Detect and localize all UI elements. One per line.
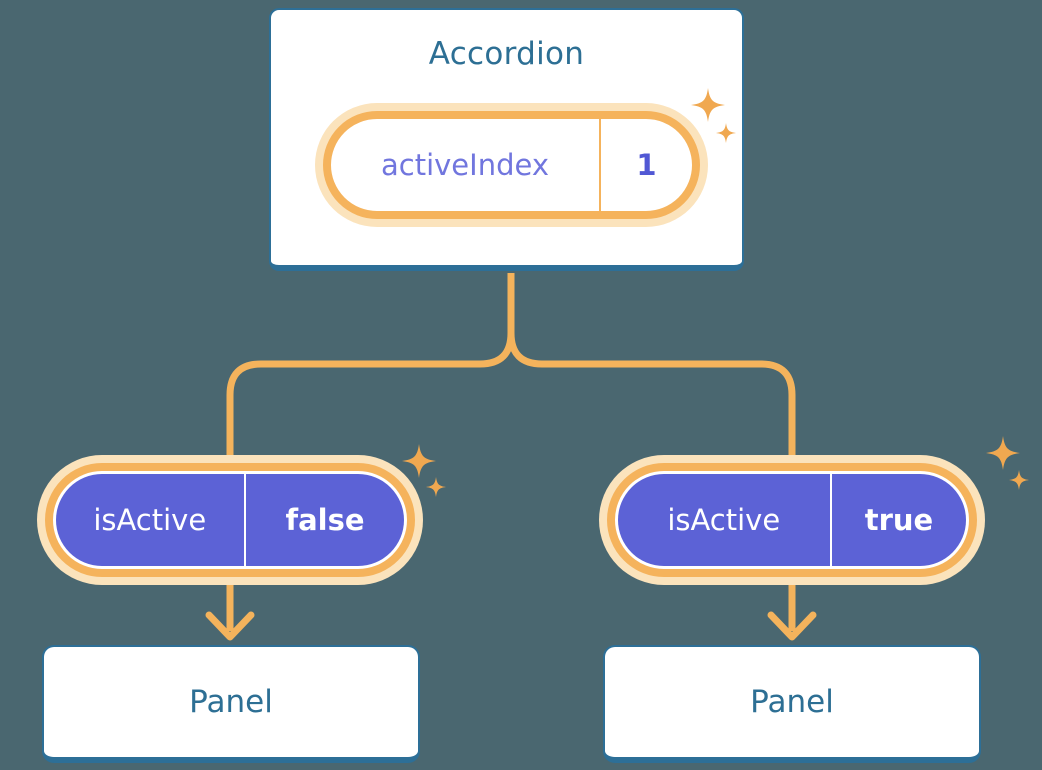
pill-divider — [829, 474, 832, 566]
state-value-label: 1 — [636, 148, 657, 182]
state-name-label: activeIndex — [381, 148, 549, 182]
accordion-title: Accordion — [428, 36, 585, 72]
state-pill-is-active-right: isActive true — [607, 463, 977, 577]
state-pill-is-active-left: isActive false — [45, 463, 415, 577]
arrow-down-icon-left — [205, 611, 255, 641]
state-value-label: true — [864, 503, 934, 537]
state-value-label: false — [285, 503, 365, 537]
sparkle-icon — [402, 444, 436, 478]
pill-divider — [599, 119, 601, 211]
state-name-label: isActive — [667, 503, 781, 537]
state-name-label: isActive — [93, 503, 207, 537]
state-pill-active-index: activeIndex 1 — [323, 111, 700, 219]
state-pill-fill: isActive true — [618, 474, 966, 566]
sparkle-icon — [426, 477, 446, 497]
panel-card-right: Panel — [603, 645, 981, 763]
sparkle-icon — [1009, 470, 1029, 490]
state-pill-fill: isActive false — [56, 474, 404, 566]
connector-branch-left — [226, 273, 515, 631]
arrow-down-icon-right — [767, 611, 817, 641]
connector-branch-right — [507, 273, 796, 631]
sparkle-icon — [986, 436, 1020, 470]
panel-card-left: Panel — [42, 645, 420, 763]
